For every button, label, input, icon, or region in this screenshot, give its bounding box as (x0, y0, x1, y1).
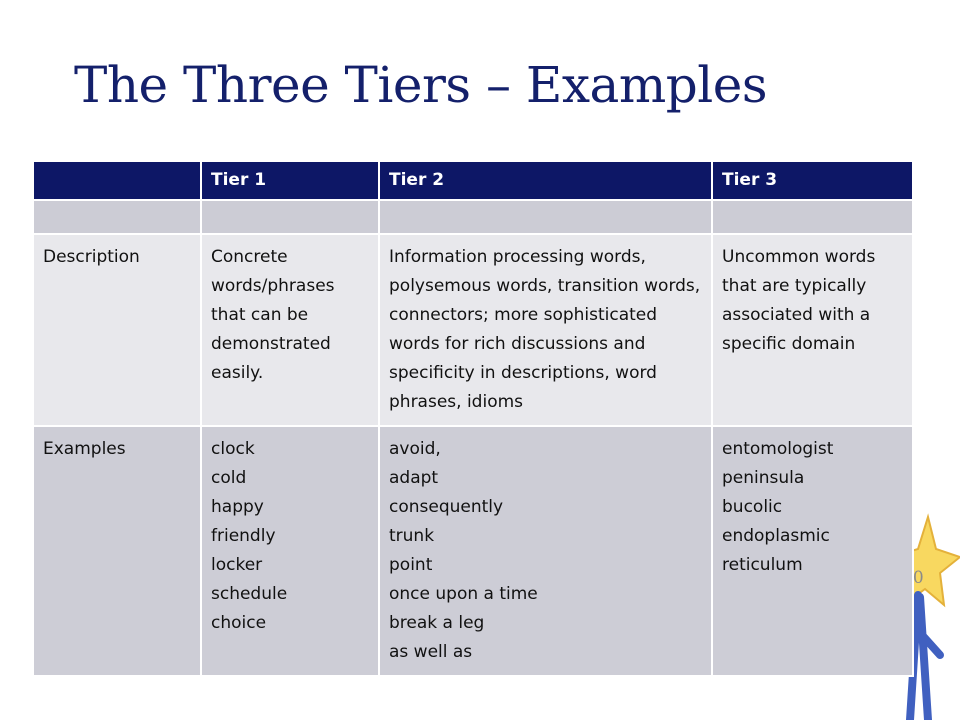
example-word: reticulum (722, 555, 803, 575)
examples-tier-2: avoid, adapt consequently trunk point on… (378, 425, 713, 677)
tiers-table: Tier 1 Tier 2 Tier 3 Description Concret… (32, 160, 914, 677)
example-word: point (389, 555, 433, 575)
blank-cell (200, 199, 380, 235)
description-tier-2: Information processing words, polysemous… (378, 233, 713, 427)
blank-cell (711, 199, 914, 235)
blank-cell (32, 199, 202, 235)
table-row-blank (32, 199, 914, 235)
description-tier-1: Concrete words/phrases that can be demon… (200, 233, 380, 427)
examples-tier-1: clock cold happy friendly locker schedul… (200, 425, 380, 677)
blank-cell (378, 199, 713, 235)
example-word: entomologist (722, 439, 834, 459)
example-word: peninsula (722, 468, 805, 488)
example-word: trunk (389, 526, 435, 546)
example-word: happy (211, 497, 264, 517)
example-word: locker (211, 555, 263, 575)
example-word: consequently (389, 497, 504, 517)
header-tier-1: Tier 1 (200, 160, 380, 201)
example-word: as well as (389, 642, 473, 662)
example-word: bucolic (722, 497, 783, 517)
example-word: endoplasmic (722, 526, 830, 546)
example-word: avoid, (389, 439, 441, 459)
example-word: cold (211, 468, 247, 488)
example-word: adapt (389, 468, 439, 488)
examples-tier-3: entomologist peninsula bucolic endoplasm… (711, 425, 914, 677)
description-tier-3: Uncommon words that are typically associ… (711, 233, 914, 427)
row-label-description: Description (32, 233, 202, 427)
header-tier-2: Tier 2 (378, 160, 713, 201)
row-label-examples: Examples (32, 425, 202, 677)
example-word: once upon a time (389, 584, 538, 604)
table-header-row: Tier 1 Tier 2 Tier 3 (32, 160, 914, 201)
example-word: clock (211, 439, 255, 459)
slide-title: The Three Tiers – Examples (74, 56, 768, 114)
example-word: friendly (211, 526, 276, 546)
header-cell-empty (32, 160, 202, 201)
example-word: choice (211, 613, 267, 633)
table-row-examples: Examples clock cold happy friendly locke… (32, 425, 914, 677)
header-tier-3: Tier 3 (711, 160, 914, 201)
table-row-description: Description Concrete words/phrases that … (32, 233, 914, 427)
example-word: break a leg (389, 613, 485, 633)
example-word: schedule (211, 584, 288, 604)
